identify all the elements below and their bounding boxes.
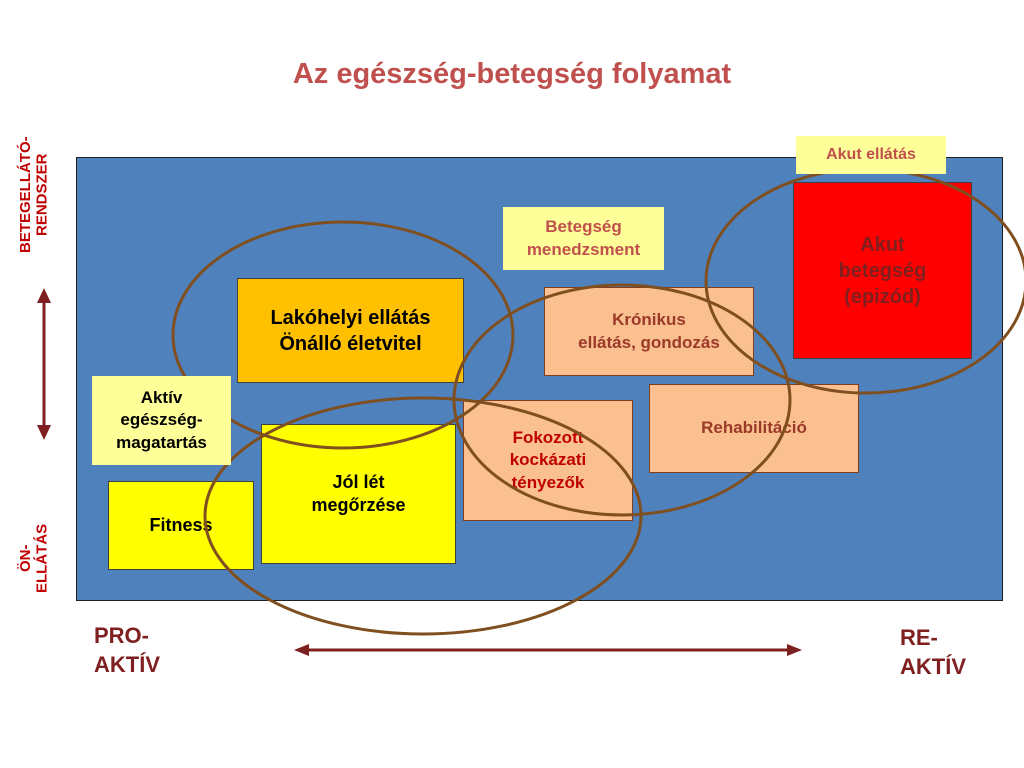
ellipse-akut xyxy=(704,167,1024,395)
lakohelyi-ellatas-box: Lakóhelyi ellátás Önálló életvitel xyxy=(237,278,464,383)
vertical-axis-bottom-label: ÖN- ELLÁTÁS xyxy=(17,523,51,593)
horizontal-double-arrow xyxy=(294,644,802,656)
horizontal-axis-left-label: PRO- AKTÍV xyxy=(94,623,160,677)
betegseg-menedzsment-label: Betegség menedzsment xyxy=(503,207,664,270)
fitness-box: Fitness xyxy=(108,481,254,570)
vertical-double-arrow xyxy=(37,288,51,440)
akut-ellatas-label: Akut ellátás xyxy=(796,136,946,174)
ellipse-aktiv xyxy=(203,396,643,636)
kronikus-ellatas-box: Krónikus ellátás, gondozás xyxy=(544,287,754,376)
vertical-axis-top-label: BETEGELLÁTÓ- RENDSZER xyxy=(17,136,51,253)
horizontal-axis-right-label: RE- AKTÍV xyxy=(900,625,966,679)
ellipse-lakohelyi xyxy=(171,220,515,450)
aktiv-egeszseg-label: Aktív egészség- magatartás xyxy=(92,376,231,465)
ellipse-menedzsment xyxy=(452,283,792,517)
page-title: Az egészség-betegség folyamat xyxy=(292,58,732,90)
akut-betegseg-box: Akut betegség (epizód) xyxy=(793,182,972,359)
